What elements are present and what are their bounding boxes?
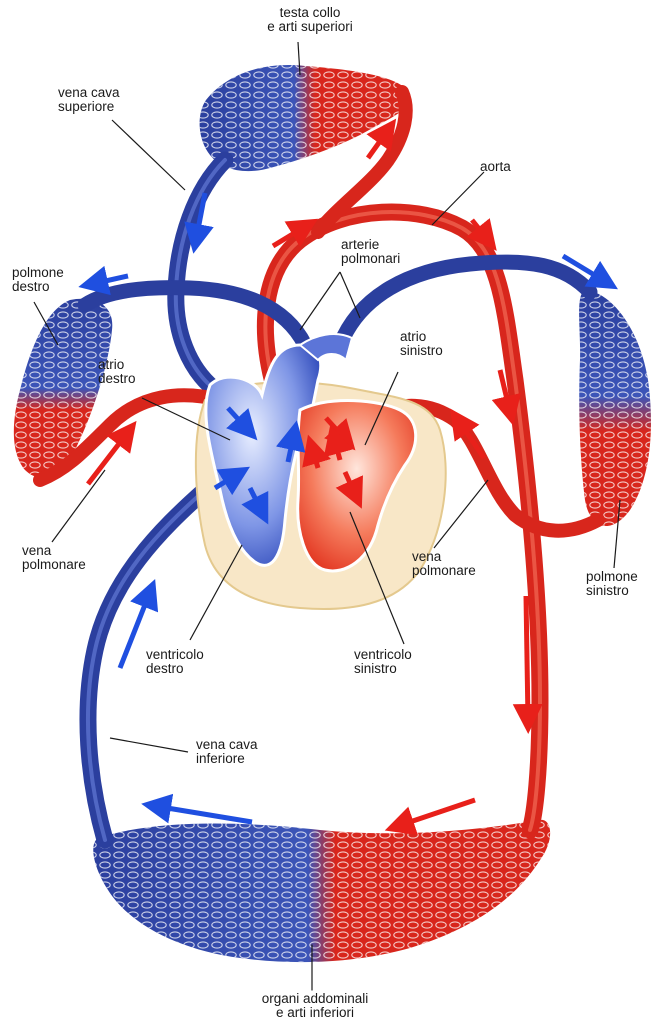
flow-arrow-blue: [275, 420, 306, 463]
flow-arrow-red: [450, 408, 487, 460]
label-line: aorta: [480, 159, 511, 174]
flow-arrow-red: [512, 595, 543, 734]
flow-arrow-red: [86, 420, 137, 486]
upper-capillary-bed: [199, 65, 411, 172]
label-line: sinistro: [400, 343, 443, 358]
flow-arrow-blue: [184, 192, 214, 254]
label-left-pulmonary-vein: vena polmonare: [412, 550, 476, 578]
flow-arrow-red: [384, 797, 476, 836]
flow-arrow-blue: [117, 578, 159, 669]
flow-arrow-blue: [78, 265, 129, 296]
label-line: inferiore: [196, 751, 245, 766]
flow-arrow-red: [302, 434, 331, 469]
heart: [194, 333, 447, 611]
label-line: polmonari: [341, 251, 401, 266]
label-line: polmone: [12, 265, 64, 280]
label-line: vena: [22, 543, 52, 558]
label-inferior-vena-cava: vena cava inferiore: [196, 738, 258, 766]
label-line: vena cava: [196, 737, 258, 752]
label-left-ventricle: ventricolo sinistro: [354, 648, 412, 676]
label-line: vena cava: [58, 85, 120, 100]
label-line: vena: [412, 549, 442, 564]
label-line: arterie: [341, 237, 380, 252]
flow-arrow-blue: [561, 253, 618, 290]
label-line: atrio: [400, 329, 427, 344]
lower-capillary-bed: [93, 819, 551, 963]
pulmonary-artery-left-vessel: [332, 254, 598, 353]
label-line: destro: [12, 279, 50, 294]
right-lung-capillary-bed: [13, 298, 113, 478]
label-line: polmonare: [22, 557, 86, 572]
label-line: destro: [146, 661, 184, 676]
label-line: superiore: [58, 99, 115, 114]
label-left-atrium: atrio sinistro: [400, 330, 443, 358]
label-line: polmonare: [412, 563, 476, 578]
label-line: ventricolo: [146, 647, 204, 662]
label-line: sinistro: [354, 661, 397, 676]
left-lung-capillary-bed: [579, 290, 651, 527]
flow-arrow-blue: [141, 793, 253, 825]
label-line: e arti superiori: [267, 19, 353, 34]
label-line: atrio: [98, 357, 125, 372]
label-line: e arti inferiori: [275, 1005, 355, 1020]
label-pulmonary-arteries: arterie polmonari: [341, 238, 400, 266]
flow-arrow-blue: [226, 406, 258, 441]
label-line: polmone: [586, 569, 638, 584]
label-line: organi addominali: [261, 991, 369, 1006]
label-line: destro: [98, 371, 136, 386]
flow-arrow-red: [335, 470, 363, 509]
leader-lines: [33, 41, 621, 753]
flow-arrow-red: [271, 218, 318, 249]
label-superior-vena-cava: vena cava superiore: [58, 86, 120, 114]
label-left-lung: polmone sinistro: [586, 570, 638, 598]
label-head-neck-arms: testa collo e arti superiori: [240, 6, 380, 34]
flow-arrow-blue: [241, 486, 269, 525]
flow-arrow-blue: [213, 466, 250, 496]
label-right-ventricle: ventricolo destro: [146, 648, 204, 676]
label-right-lung: polmone destro: [12, 266, 64, 294]
flow-arrow-red: [365, 118, 397, 160]
artery-to-head-vessel: [311, 85, 413, 239]
label-right-atrium: atrio destro: [98, 358, 136, 386]
flow-arrow-red: [323, 424, 353, 461]
flow-arrow-red: [466, 218, 497, 251]
label-abdomen-legs: organi addominali e arti inferiori: [240, 992, 390, 1020]
label-right-pulmonary-vein: vena polmonare: [22, 544, 86, 572]
label-aorta: aorta: [480, 160, 511, 174]
label-line: testa collo: [279, 5, 341, 20]
flow-arrow-red: [491, 369, 521, 426]
label-line: sinistro: [586, 583, 629, 598]
label-line: ventricolo: [354, 647, 412, 662]
